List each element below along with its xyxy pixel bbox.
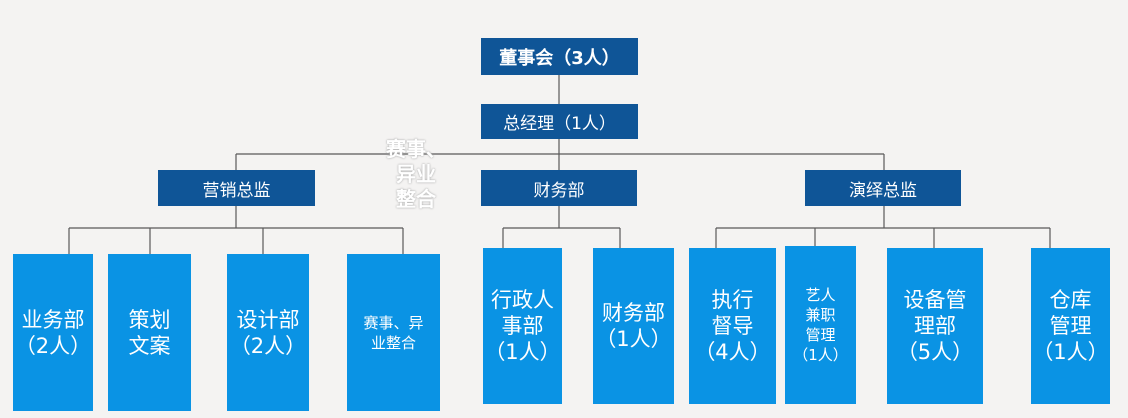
board-label: 董事会（3人） xyxy=(499,47,620,69)
equipment-box: 设备管 理部 （5人） xyxy=(887,248,983,404)
events-integration-box: 赛事、异 业整合 xyxy=(347,254,440,411)
supervision-label: 执行 督导 （4人） xyxy=(694,288,771,364)
design-dept-label: 设计部 （2人） xyxy=(229,307,307,358)
artists-box: 艺人 兼职 管理 （1人） xyxy=(785,246,856,404)
overlapping-label: 赛事、 异业 整合 xyxy=(386,137,446,211)
supervision-box: 执行 督导 （4人） xyxy=(689,248,776,404)
business-dept-box: 业务部 （2人） xyxy=(13,254,93,411)
equipment-label: 设备管 理部 （5人） xyxy=(896,288,974,364)
business-dept-label: 业务部 （2人） xyxy=(14,307,92,358)
warehouse-box: 仓库 管理 （1人） xyxy=(1031,248,1110,404)
warehouse-label: 仓库 管理 （1人） xyxy=(1032,288,1109,364)
board-box: 董事会（3人） xyxy=(481,38,638,75)
general-manager-box: 总经理（1人） xyxy=(481,104,638,139)
finance-box: 财务部 xyxy=(481,170,637,206)
finance-label: 财务部 xyxy=(533,180,585,201)
admin-hr-box: 行政人 事部 （1人） xyxy=(483,248,562,404)
events-integration-label: 赛事、异 业整合 xyxy=(363,313,424,352)
performance-director-box: 演绎总监 xyxy=(805,170,961,206)
sales-director-label: 营销总监 xyxy=(202,180,271,201)
planning-box: 策划 文案 xyxy=(108,254,191,411)
design-dept-box: 设计部 （2人） xyxy=(227,254,309,411)
general-manager-label: 总经理（1人） xyxy=(503,114,616,134)
artists-label: 艺人 兼职 管理 （1人） xyxy=(793,286,848,364)
planning-label: 策划 文案 xyxy=(128,307,171,358)
admin-hr-label: 行政人 事部 （1人） xyxy=(484,288,561,364)
performance-director-label: 演绎总监 xyxy=(849,180,917,201)
finance-dept-label: 财务部 （1人） xyxy=(595,301,672,351)
finance-dept-box: 财务部 （1人） xyxy=(593,248,674,404)
sales-director-box: 营销总监 xyxy=(158,170,315,206)
